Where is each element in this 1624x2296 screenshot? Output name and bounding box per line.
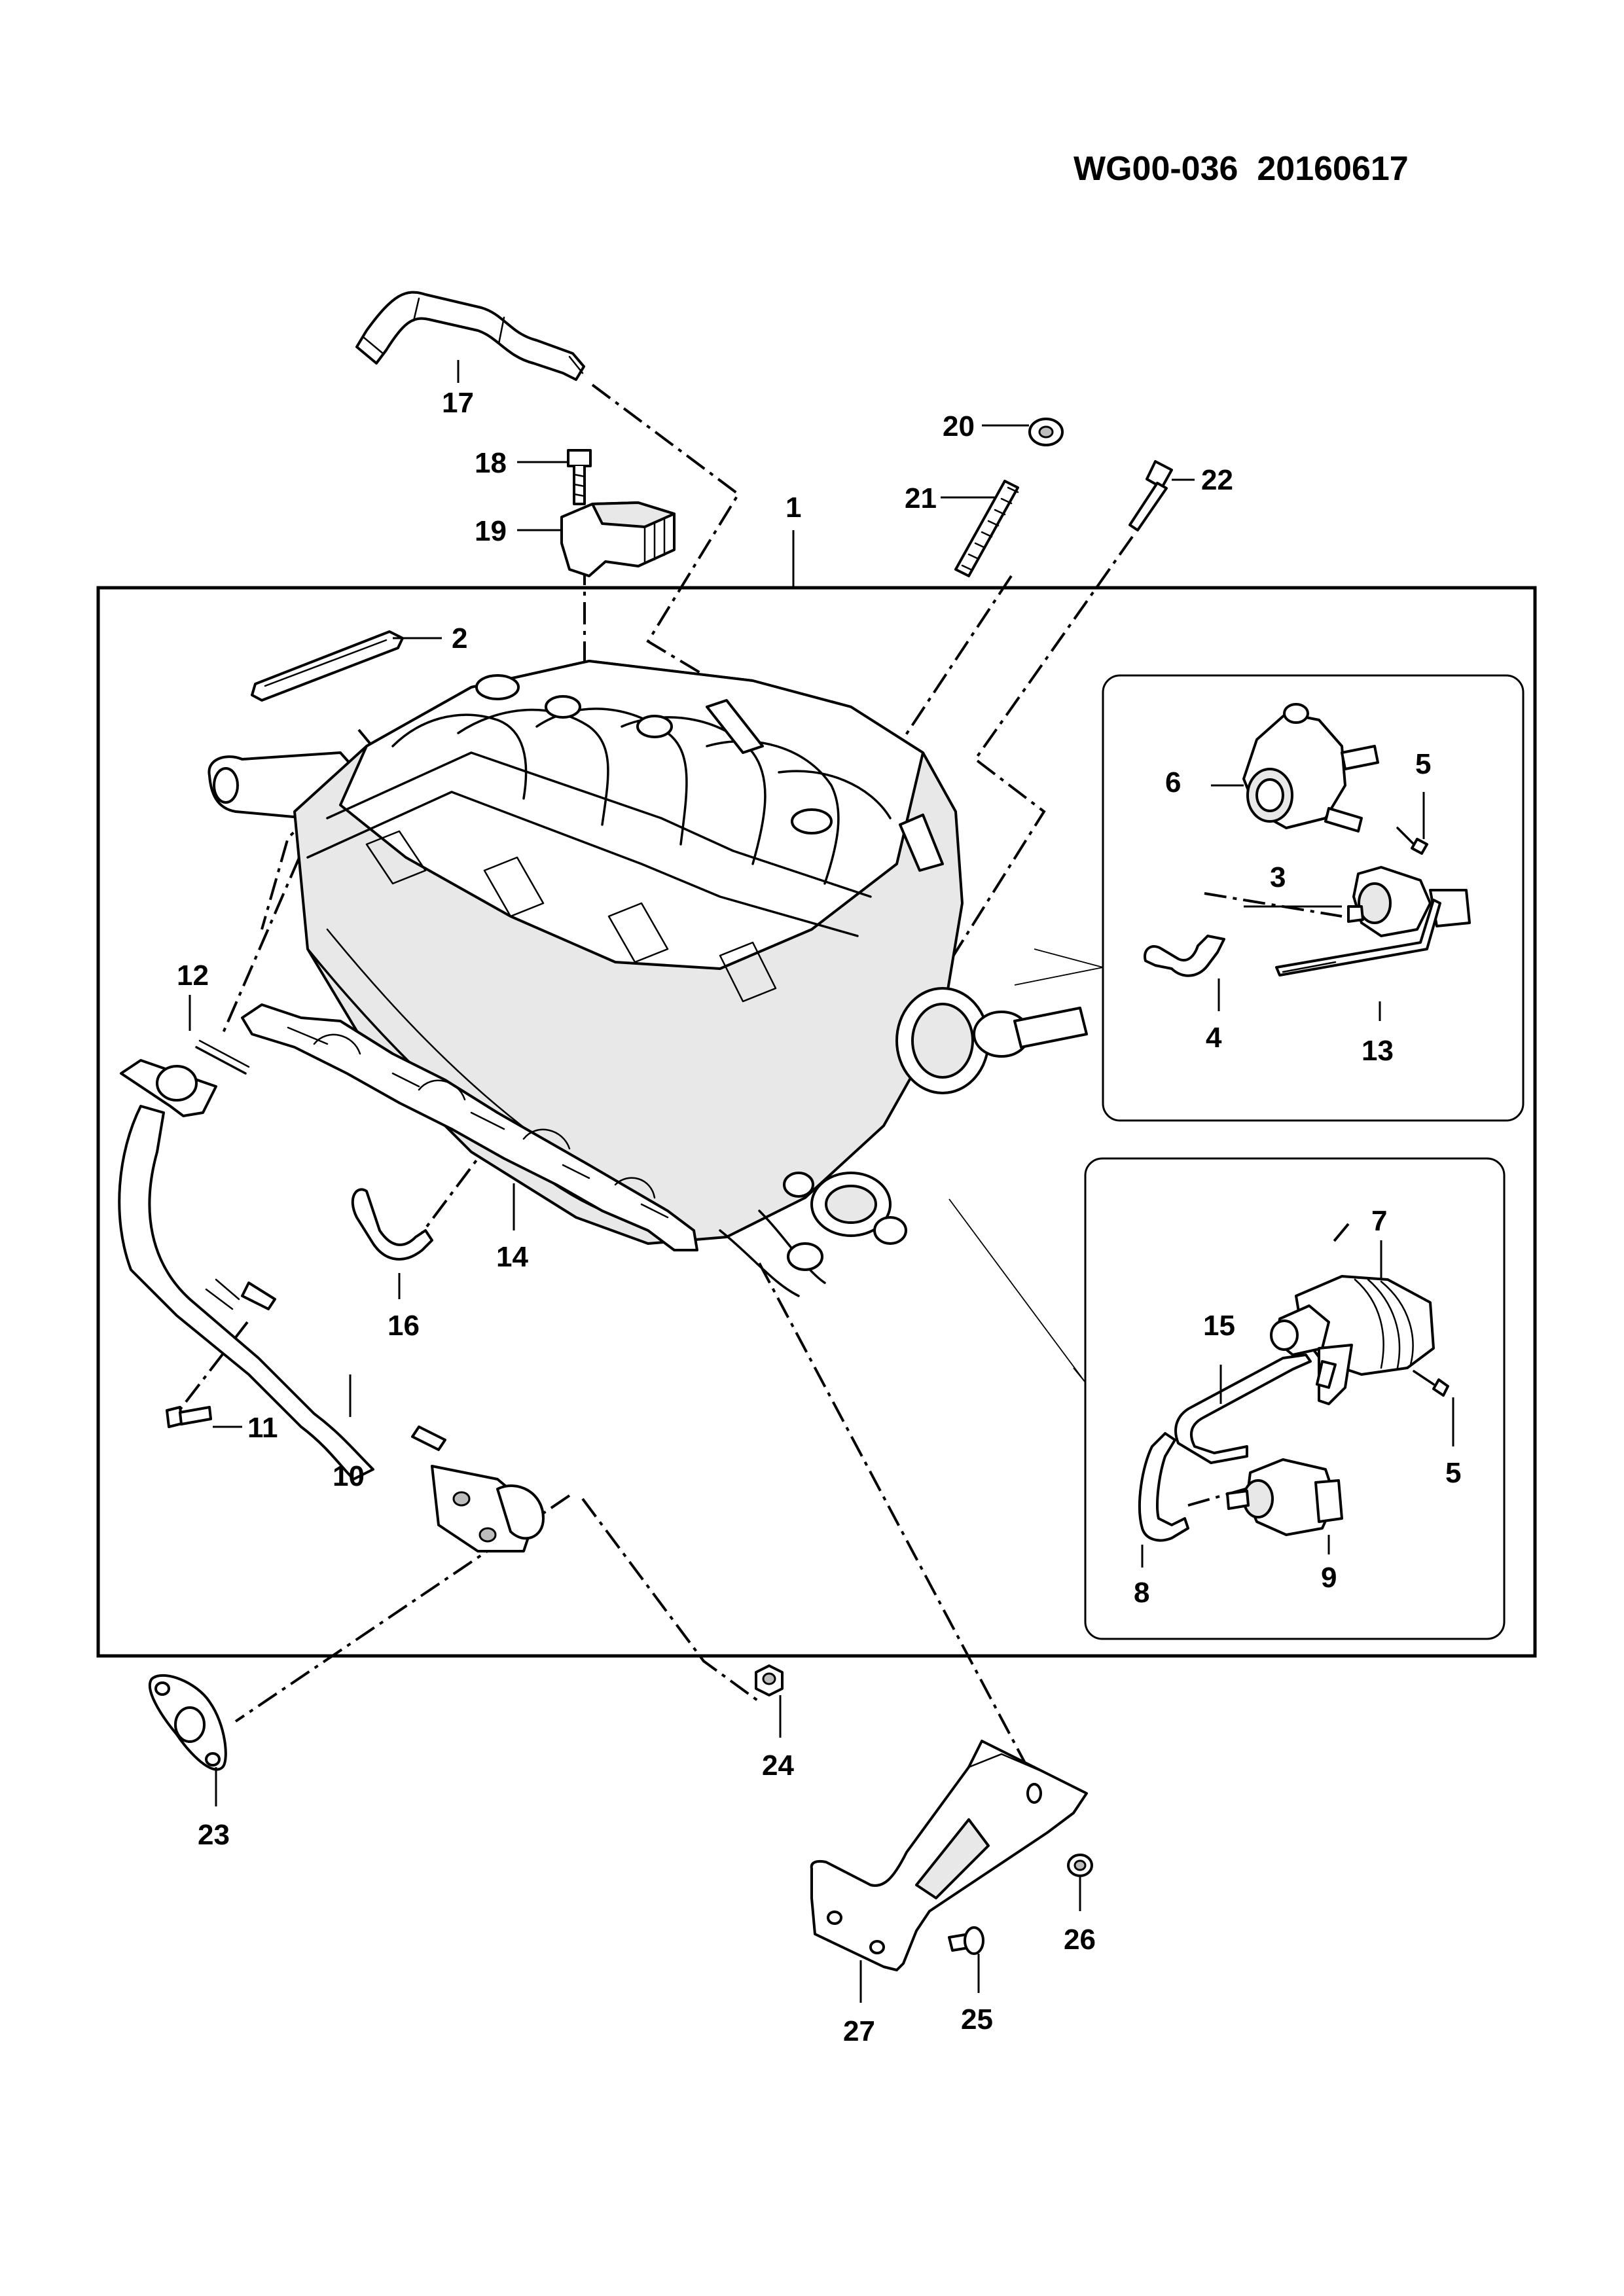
inset-pointer-lower [948, 1198, 1086, 1383]
bolt-part-22 [1128, 460, 1173, 531]
vacuum-line-part-13 [1275, 899, 1441, 977]
document-date: 20160617 [1257, 150, 1409, 188]
callout-25: 25 [961, 2003, 993, 2036]
inset-box-upper [1102, 674, 1525, 1122]
callout-5-second: 5 [1445, 1457, 1461, 1489]
nut-part-20 [1028, 418, 1064, 446]
callout-5: 5 [1415, 748, 1431, 780]
inset-pointer-upper [1014, 948, 1104, 986]
nut-part-24 [755, 1664, 784, 1696]
callout-12: 12 [177, 960, 209, 992]
vacuum-line-part-15 [1174, 1354, 1312, 1464]
callout-10: 10 [333, 1460, 365, 1492]
document-number: WG00-036 [1074, 150, 1238, 188]
document-id: WG00-036 20160617 [1074, 149, 1492, 188]
callout-20: 20 [943, 410, 975, 442]
coolant-pipe-part-10 [118, 1059, 545, 1552]
screw-part-5-upper [1396, 827, 1428, 855]
callout-16: 16 [388, 1310, 420, 1342]
bolt-part-25 [948, 1926, 984, 1955]
callout-4: 4 [1206, 1022, 1222, 1054]
pcv-hose-part-17 [355, 291, 585, 381]
vacuum-hose-part-4 [1144, 935, 1225, 977]
callout-7: 7 [1371, 1205, 1387, 1237]
callout-3: 3 [1270, 861, 1286, 893]
solenoid-valve-part-9 [1226, 1458, 1343, 1536]
stud-part-21 [954, 480, 1019, 577]
hose-part-16 [351, 1188, 433, 1261]
map-sensor-part-19 [560, 501, 676, 577]
callout-18: 18 [475, 447, 507, 479]
callout-9: 9 [1321, 1562, 1337, 1594]
callout-17: 17 [442, 387, 474, 419]
callout-22: 22 [1201, 464, 1233, 496]
callout-13: 13 [1362, 1035, 1394, 1067]
o-ring-part-12 [195, 1039, 250, 1075]
callout-27: 27 [843, 2015, 875, 2047]
vacuum-hose-part-8 [1138, 1432, 1189, 1542]
callout-1: 1 [785, 492, 801, 524]
callout-6: 6 [1165, 766, 1181, 798]
callout-19: 19 [475, 515, 507, 547]
actuator-part-7 [1270, 1275, 1435, 1405]
callout-2: 2 [452, 622, 467, 655]
bracket-part-27 [810, 1740, 1088, 1971]
inset-box-lower [1084, 1157, 1506, 1640]
callout-26: 26 [1064, 1924, 1096, 1956]
callout-24: 24 [762, 1749, 794, 1782]
gasket-strip-part-2 [251, 630, 404, 702]
assembly-frame [96, 586, 1537, 1658]
bolt-part-11 [166, 1406, 212, 1428]
manifold-gasket-part-14 [241, 1003, 698, 1251]
nut-part-26 [1067, 1854, 1093, 1877]
callout-8: 8 [1134, 1577, 1149, 1609]
screw-part-5-lower [1413, 1370, 1449, 1397]
gasket-part-23 [148, 1674, 227, 1771]
callout-21: 21 [905, 482, 937, 514]
callout-numbers: 1 2 3 4 5 6 7 8 9 10 11 12 13 14 15 16 1… [177, 387, 1461, 2047]
callout-23: 23 [198, 1819, 230, 1851]
callout-11: 11 [247, 1412, 278, 1444]
callout-15: 15 [1203, 1310, 1235, 1342]
leader-lines [189, 360, 1454, 2003]
solenoid-valve-part-6 [1242, 703, 1379, 833]
callout-14: 14 [496, 1241, 528, 1273]
bolt-part-18 [567, 449, 592, 505]
solenoid-valve-part-3 [1347, 866, 1471, 937]
